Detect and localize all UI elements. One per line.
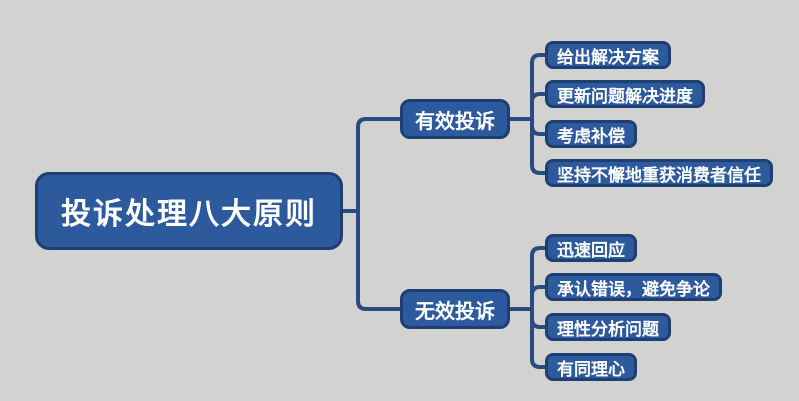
connector-branch1-child1 xyxy=(530,53,547,121)
node-branch-ineffective-complaint[interactable]: 无效投诉 xyxy=(400,289,510,329)
node-leaf-provide-solution[interactable]: 给出解决方案 xyxy=(545,41,671,69)
node-leaf-admit-mistakes-avoid-argument[interactable]: 承认错误，避免争论 xyxy=(545,273,722,301)
connector-branch2-child4 xyxy=(530,307,547,369)
node-leaf-rational-analysis[interactable]: 理性分析问题 xyxy=(545,313,671,341)
node-leaf-respond-quickly[interactable]: 迅速回应 xyxy=(545,234,637,262)
connector-root-to-branch-2 xyxy=(356,209,402,311)
node-root[interactable]: 投诉处理八大原则 xyxy=(35,172,343,250)
node-leaf-consider-compensation[interactable]: 考虑补偿 xyxy=(545,120,637,148)
connector-branch1-child2 xyxy=(530,92,547,121)
node-leaf-update-progress[interactable]: 更新问题解决进度 xyxy=(545,80,705,108)
node-leaf-empathy[interactable]: 有同理心 xyxy=(545,353,637,381)
connector-branch2-child2 xyxy=(530,285,547,311)
connector-branch2-child1 xyxy=(530,246,547,311)
connector-branch1-child4 xyxy=(530,117,547,175)
node-branch-effective-complaint[interactable]: 有效投诉 xyxy=(400,99,510,139)
node-leaf-regain-consumer-trust[interactable]: 坚持不懈地重获消费者信任 xyxy=(545,159,773,187)
connector-root-to-branch-1 xyxy=(356,117,402,213)
